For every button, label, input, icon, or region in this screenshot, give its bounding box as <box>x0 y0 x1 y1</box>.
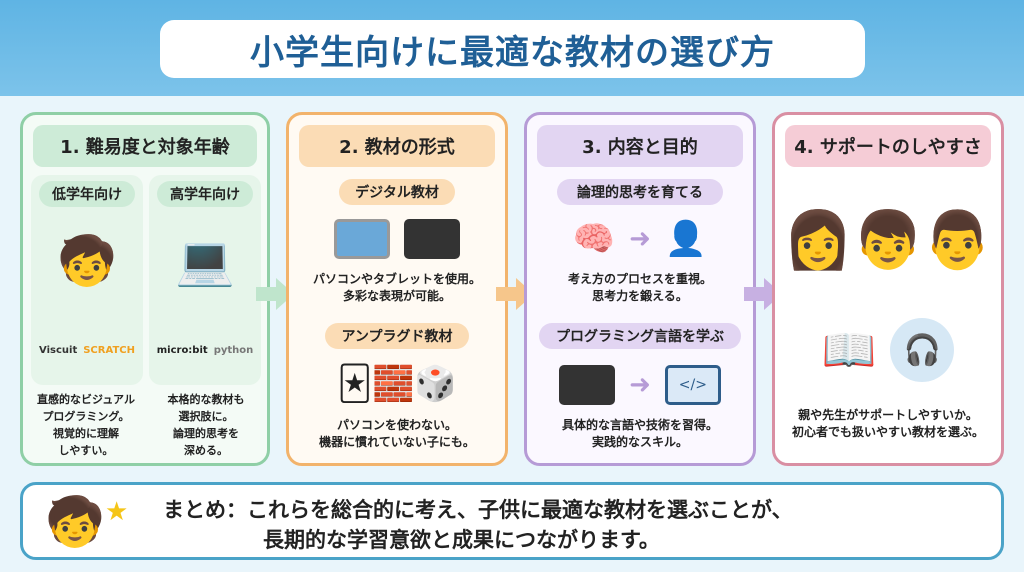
desc-line: 本格的な教材も <box>167 393 245 406</box>
book-icon: 📖 <box>821 325 877 376</box>
desc-line: 実践的なスキル。 <box>591 435 688 449</box>
card-support: 4. サポートのしやすさ 👩👦👨 📖 🎧 親や先生がサポートしやすいか。 初心者… <box>772 112 1004 466</box>
digital-label: デジタル教材 <box>339 179 455 205</box>
brain-icon: 🧠 <box>572 219 616 259</box>
upper-grade-desc: 本格的な教材も 選択肢に。 論理的思考を 深める。 <box>147 391 265 459</box>
viscuit-logo: Viscuit <box>39 344 78 356</box>
desc-line: 直感的なビジュアル <box>37 393 135 406</box>
arrow-shaft <box>744 287 764 301</box>
desc-line: 視覚的に理解 <box>53 427 119 440</box>
laptop-icon <box>334 219 390 259</box>
upper-grade-panel: 高学年向け 💻 micro:bit python <box>149 175 261 385</box>
tablet-icon <box>404 219 460 259</box>
desc-line: 多彩な表現が可能。 <box>342 289 451 303</box>
scratch-logo: SCRATCH <box>83 344 135 356</box>
upper-grade-label: 高学年向け <box>157 181 253 207</box>
card-heading: 2. 教材の形式 <box>299 125 495 167</box>
support-desc: 親や先生がサポートしやすいか。 初心者でも扱いやすい教材を選ぶ。 <box>775 407 1001 441</box>
unplugged-label: アンプラグド教材 <box>325 323 469 349</box>
brain-to-head-illustration: 🧠 ➜ 👤 <box>527 213 753 265</box>
upper-logos: micro:bit python <box>149 325 261 375</box>
arrow-shaft <box>496 287 516 301</box>
desc-line: パソコンを使わない。 <box>336 418 457 432</box>
desc-line: 親や先生がサポートしやすいか。 <box>798 408 978 422</box>
arrow-icon: ➜ <box>629 224 651 254</box>
lower-grade-desc: 直感的なビジュアル プログラミング。 視覚的に理解 しやすい。 <box>27 391 145 459</box>
cards-blocks-board-illustration: 🃏🧱🎲 <box>337 364 457 404</box>
digital-desc: パソコンやタブレットを使用。 多彩な表現が可能。 <box>289 271 505 305</box>
desc-line: 機器に慣れていない子にも。 <box>319 435 475 449</box>
desc-line: パソコンやタブレットを使用。 <box>312 272 481 286</box>
child-blocks-illustration: 🧒 <box>57 232 117 289</box>
desc-line: 考え方のプロセスを重視。 <box>567 272 712 286</box>
language-desc: 具体的な言語や技術を習得。 実践的なスキル。 <box>527 417 753 451</box>
language-label: プログラミング言語を学ぶ <box>539 323 741 349</box>
python-logo: python <box>213 344 254 356</box>
desc-line: 論理的思考を <box>173 427 239 440</box>
summary-line: まとめ：これらを総合的に考え、子供に最適な教材を選ぶことが、 <box>163 498 793 522</box>
summary-box: 🧒 ★ まとめ：これらを総合的に考え、子供に最適な教材を選ぶことが、 長期的な学… <box>20 482 1004 560</box>
desc-line: 深める。 <box>184 444 228 457</box>
laptop-tablet-illustration <box>289 213 505 265</box>
child-laptop-illustration: 💻 <box>175 232 235 289</box>
logic-label: 論理的思考を育てる <box>557 179 723 205</box>
arrow-shaft <box>256 287 276 301</box>
header-banner: 小学生向けに最適な教材の選び方 <box>0 0 1024 96</box>
star-icon: ★ <box>105 497 129 527</box>
support-headset-icon: 🎧 <box>890 318 955 382</box>
lower-grade-label: 低学年向け <box>39 181 135 207</box>
card-heading: 3. 内容と目的 <box>537 125 743 167</box>
summary-line: 長期的な学習意欲と成果につながります。 <box>263 528 660 552</box>
logic-desc: 考え方のプロセスを重視。 思考力を鍛える。 <box>527 271 753 305</box>
desc-line: 思考力を鍛える。 <box>592 289 688 303</box>
arrow-icon: ➜ <box>629 370 651 400</box>
desc-line: しやすい。 <box>58 444 114 457</box>
page-title: 小学生向けに最適な教材の選び方 <box>160 20 865 78</box>
book-support-illustration: 📖 🎧 <box>775 315 1001 385</box>
code-window-gear-icon: </> <box>664 365 721 405</box>
summary-text: まとめ：これらを総合的に考え、子供に最適な教材を選ぶことが、 長期的な学習意欲と… <box>163 495 793 555</box>
desc-line: 選択肢に。 <box>178 410 234 423</box>
desc-line: 具体的な言語や技術を習得。 <box>561 418 718 432</box>
head-gear-icon: 👤 <box>664 219 708 259</box>
lower-grade-panel: 低学年向け 🧒 Viscuit SCRATCH <box>31 175 143 385</box>
card-format: 2. 教材の形式 デジタル教材 パソコンやタブレットを使用。 多彩な表現が可能。… <box>286 112 508 466</box>
child-avatar-icon: 🧒 <box>45 494 105 550</box>
code-illustration: ➜ </> <box>527 359 753 411</box>
code-editor-icon <box>559 365 616 405</box>
card-content-purpose: 3. 内容と目的 論理的思考を育てる 🧠 ➜ 👤 考え方のプロセスを重視。 思考… <box>524 112 756 466</box>
card-heading: 1. 難易度と対象年齢 <box>33 125 257 167</box>
desc-line: プログラミング。 <box>42 410 130 423</box>
card-heading: 4. サポートのしやすさ <box>785 125 991 167</box>
lower-logos: Viscuit SCRATCH <box>31 325 143 375</box>
desc-line: 初心者でも扱いやすい教材を選ぶ。 <box>791 425 984 439</box>
microbit-logo: micro:bit <box>156 344 208 356</box>
unplugged-desc: パソコンを使わない。 機器に慣れていない子にも。 <box>289 417 505 451</box>
card-difficulty-age: 1. 難易度と対象年齢 低学年向け 🧒 Viscuit SCRATCH 高学年向… <box>20 112 270 466</box>
family-illustration: 👩👦👨 <box>783 208 993 273</box>
